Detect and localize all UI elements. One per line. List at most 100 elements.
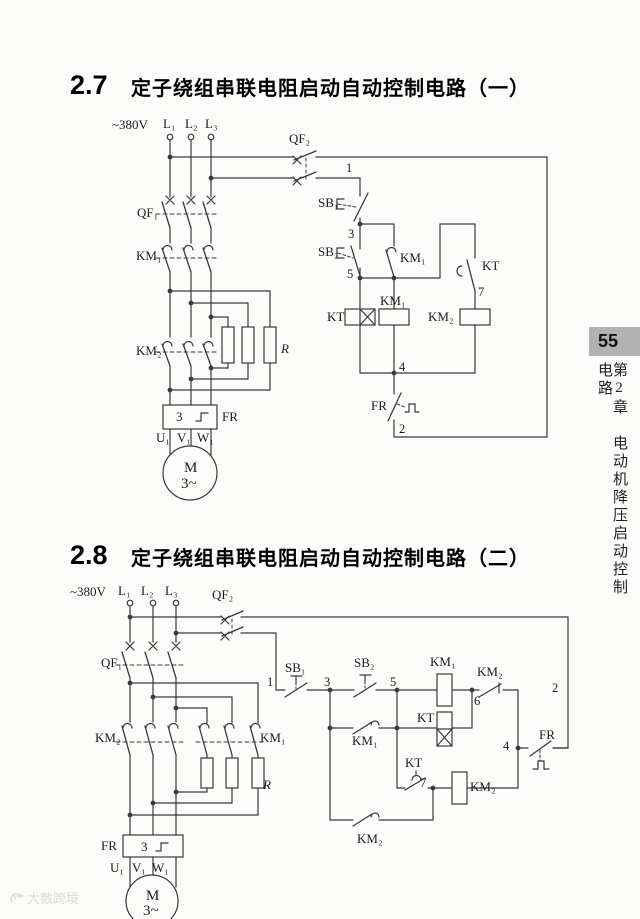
kt-coil-label: KT [327,309,345,324]
terminal-v1-label: V₁ [177,430,191,445]
resistor [221,326,235,364]
motor-m-label: M [146,888,160,904]
qf1-label: QF₁ [137,205,159,220]
fr-pulse-glyph [532,760,550,770]
terminal-u1-label: U₁ [110,860,124,875]
qf1-cross-marks [165,195,216,205]
sb2-blade [353,682,377,698]
node-2-label: 2 [552,681,559,695]
node-4-label: 4 [399,360,406,374]
kt-delay-arc [411,770,422,781]
watermark-text: 大数跨境 [27,891,80,906]
km2-arcs [122,722,179,729]
fr-heater-count: 3 [176,409,183,424]
voltage-label: ~380V [70,584,106,599]
page-number-tab: 55 [589,327,640,356]
km2-coil [451,771,468,805]
fr-pulse-glyph [404,403,420,413]
km2-aux-blade [352,813,373,827]
phase-l1-label: L₁ [163,116,176,131]
contact-blades [121,725,259,756]
resistor [263,326,277,364]
thermal-relay-box [122,834,184,858]
sb2-actuator [359,674,372,683]
sb2-blade [350,245,361,277]
watermark-logo-icon [10,892,23,902]
qf2-blades [293,150,317,182]
kt-contact-blade [466,259,476,292]
km1-aux-blade [352,721,373,735]
qf2-cross-marks [292,155,302,186]
circuit-2-7-main [155,133,277,501]
circuit-2-8-main [115,599,267,919]
phase-l3-label: L₃ [205,116,218,131]
km1-aux-label: KM₁ [400,250,426,265]
qf2-cross-marks [220,615,230,641]
motor-symbol [162,445,218,501]
motor-m-label: M [184,460,198,476]
section-2-8-title: 定子绕组串联电阻启动自动控制电路（二） [131,548,530,570]
node-6-label: 6 [474,694,481,708]
sb2-label: SB₂ [354,655,375,670]
terminal-w1-label: W₁ [152,860,169,875]
chapter-vertical-title: 第2章 电动机降压启动控制电路 [596,362,627,597]
resistor [241,326,255,364]
qf1-blades [161,201,212,229]
sb1-actuator [336,198,345,210]
km1-coil [436,673,453,707]
qf1-label: QF₁ [101,655,123,670]
node-4-label: 4 [503,739,510,753]
watermark: 大数跨境 [8,888,79,907]
sb1-label: SB₁ [285,660,306,675]
kt-contact-label: KT [405,755,423,770]
fr-box-label: FR [101,838,117,853]
section-2-7-number: 2.7 [70,70,108,100]
fr-blade [529,740,552,757]
km1-aux-arc [386,246,397,253]
km1-main-label: KM₁ [136,248,162,263]
km2-nc-blade [478,683,502,698]
km2-arcs [162,340,214,347]
kt-coil-label: KT [417,710,435,725]
km2-coil-label: KM₂ [428,309,454,324]
resistor-taps-bottom [169,362,271,391]
node-5-label: 5 [390,675,397,689]
section-2-7-title: 定子绕组串联电阻启动自动控制电路（一） [131,78,530,100]
heater-glyph [195,412,209,422]
resistor-label: R [281,341,289,356]
fr-contact-label: FR [371,398,387,413]
phase-l3-label: L₃ [165,583,178,598]
resistor [200,757,214,789]
resistor-taps-top [169,290,271,328]
terminal-u1-label: U₁ [156,430,170,445]
motor-phase-label: 3~ [143,903,159,919]
qf2-label: QF₂ [212,587,234,602]
circuit-2-8-control [129,610,569,827]
km1-coil-label: KM₁ [380,293,406,308]
sb1-label: SB₁ [318,195,339,210]
km2-coil [459,308,491,326]
circuit-2-7-control [169,150,548,438]
km1-arcs [199,722,261,729]
km1-coil-label: KM₁ [430,654,456,669]
thermal-relay-box [162,404,218,430]
voltage-label: ~380V [112,117,148,132]
phase-l1-label: L₁ [118,583,131,598]
resistor-label: R [263,777,271,792]
sb1-blade [353,192,369,222]
km2-aux-arc [370,812,380,818]
km2-coil-label: KM₂ [470,779,496,794]
node-3-label: 3 [324,675,331,689]
kt-delay-arc [456,265,463,277]
qf2-label: QF₂ [289,131,311,146]
kt-contact-label: KT [482,258,500,273]
resistor [225,757,239,789]
phase-l2-label: L₂ [141,583,154,598]
fr-contact-label: FR [539,727,555,742]
km2-main-label: KM₂ [136,343,162,358]
section-2-8-number: 2.8 [70,540,108,570]
km1-aux-arc [370,720,380,726]
terminal-v1-label: V₁ [132,860,146,875]
